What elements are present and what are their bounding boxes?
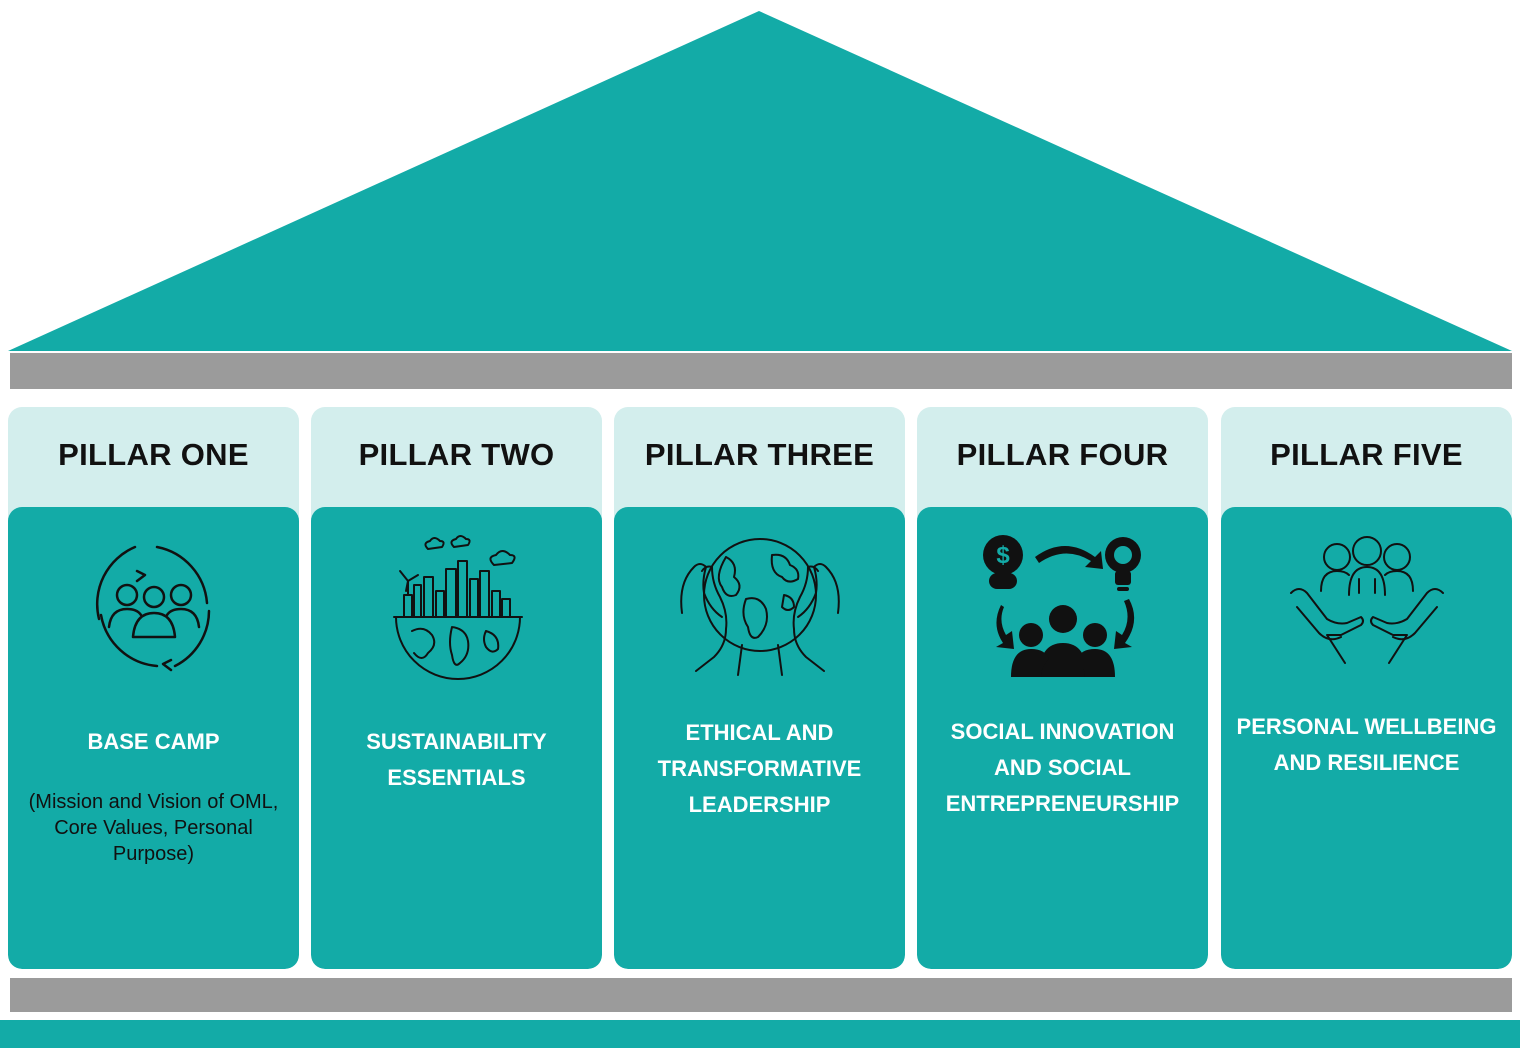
pillar-title: PILLAR THREE — [644, 437, 875, 472]
pillar-one: PILLAR ONE BASE CAMP (Mission and Vision… — [8, 407, 299, 969]
pillar-heading: BASE CAMP — [87, 729, 220, 754]
pillar-four: PILLAR FOUR — [917, 407, 1208, 969]
pillar-subtext: (Mission and Vision of OML, Core Values,… — [28, 791, 279, 865]
roof — [8, 11, 1512, 351]
pillar-heading: ETHICAL AND TRANSFORMATIVE LEADERSHIP — [657, 720, 862, 817]
foundation-base — [0, 1020, 1520, 1048]
pillar-body: $ SOCIAL INNOVATION AND SOCIAL ENTREPREN… — [917, 507, 1208, 969]
pillar-three: PILLAR THREE ETHICAL AND TRANSFORMATIVE … — [614, 407, 905, 969]
svg-text:$: $ — [996, 542, 1010, 569]
top-beam — [10, 353, 1512, 389]
pillar-title: PILLAR FIVE — [1270, 437, 1463, 472]
pillar-title: PILLAR ONE — [58, 437, 249, 472]
money-idea-cycle-icon: $ — [917, 535, 1208, 680]
pillar-two: PILLAR TWO — [311, 407, 602, 969]
pillar-body: BASE CAMP (Mission and Vision of OML, Co… — [8, 507, 299, 969]
pillar-body: PERSONAL WELLBEING AND RESILIENCE — [1221, 507, 1512, 969]
pillar-body: SUSTAINABILITY ESSENTIALS — [311, 507, 602, 969]
pillar-heading: SUSTAINABILITY ESSENTIALS — [366, 729, 547, 790]
team-cycle-icon — [8, 535, 299, 680]
pillar-body: ETHICAL AND TRANSFORMATIVE LEADERSHIP — [614, 507, 905, 969]
pillar-five: PILLAR FIVE PERSONAL WELLBEING AND RESIL… — [1221, 407, 1512, 969]
hands-holding-globe-icon — [614, 535, 905, 680]
bottom-beam — [10, 978, 1512, 1012]
earth-city-icon — [311, 535, 602, 680]
pillar-title: PILLAR FOUR — [956, 437, 1169, 472]
hands-supporting-people-icon — [1221, 535, 1512, 680]
pillar-heading: SOCIAL INNOVATION AND SOCIAL ENTREPRENEU… — [945, 719, 1180, 816]
pillar-title: PILLAR TWO — [358, 437, 555, 472]
pillar-heading: PERSONAL WELLBEING AND RESILIENCE — [1236, 714, 1497, 775]
